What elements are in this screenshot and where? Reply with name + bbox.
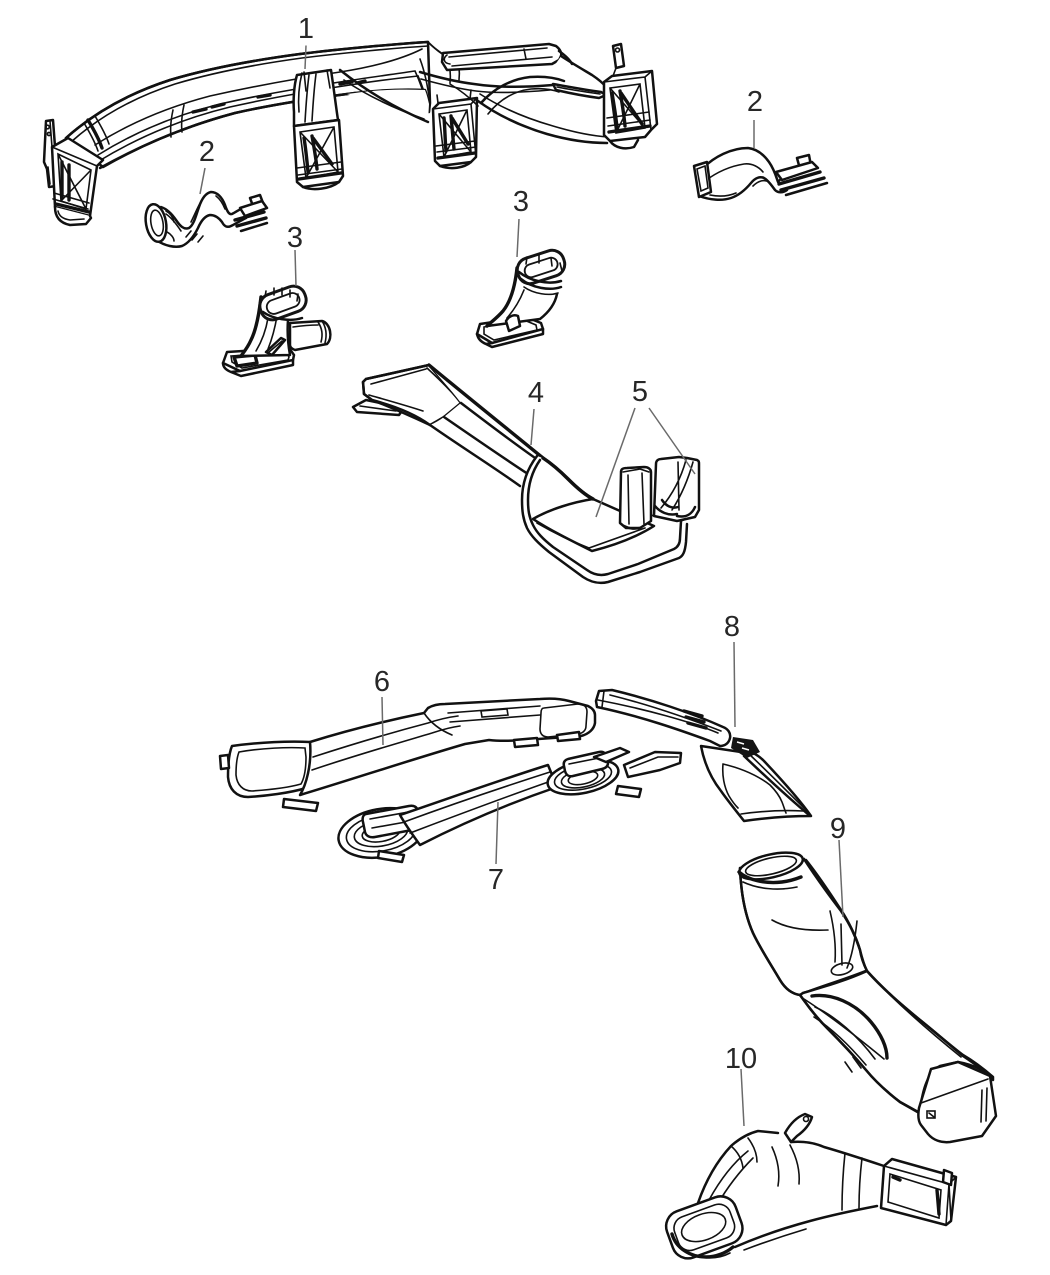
svg-text:8: 8 xyxy=(724,611,740,643)
svg-text:1: 1 xyxy=(298,13,314,45)
svg-text:6: 6 xyxy=(374,666,390,698)
svg-text:9: 9 xyxy=(830,813,846,845)
svg-text:3: 3 xyxy=(287,222,303,254)
svg-text:4: 4 xyxy=(528,377,544,409)
svg-text:7: 7 xyxy=(488,864,504,896)
svg-text:2: 2 xyxy=(747,86,763,118)
svg-text:5: 5 xyxy=(632,376,648,408)
svg-text:2: 2 xyxy=(199,136,215,168)
svg-text:3: 3 xyxy=(513,186,529,218)
